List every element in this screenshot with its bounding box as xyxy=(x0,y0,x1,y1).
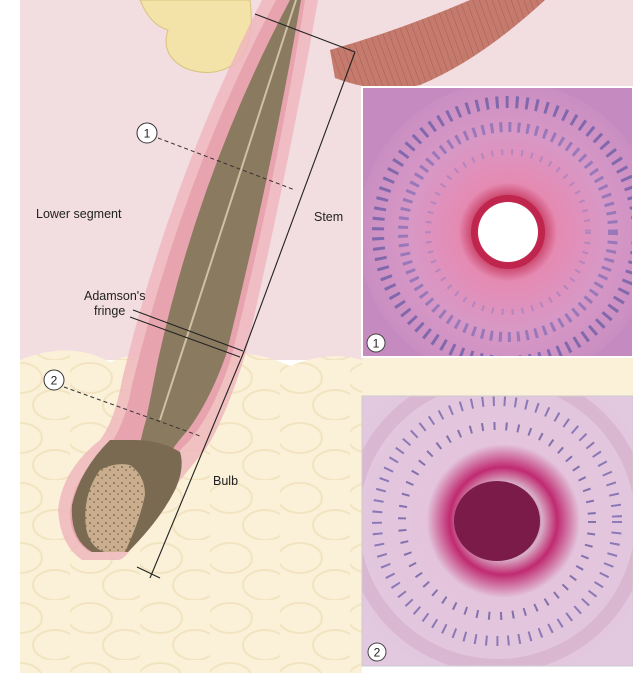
level-1-label: 1 xyxy=(144,127,151,141)
histology-panel-upper xyxy=(358,82,633,382)
histology-panel-upper-number: 1 xyxy=(373,337,380,351)
lower-segment-label: Lower segment xyxy=(36,207,122,221)
adamsons-fringe-label-line2: fringe xyxy=(94,304,125,318)
level-2-label: 2 xyxy=(51,374,58,388)
bulb-label: Bulb xyxy=(213,474,238,488)
stem-label: Stem xyxy=(314,210,343,224)
adamsons-fringe-label-line1: Adamson's xyxy=(84,289,145,303)
histology-panel-lower xyxy=(337,361,633,673)
fat-layer-right xyxy=(362,357,633,396)
histology-panel-lower-number: 2 xyxy=(374,646,381,660)
